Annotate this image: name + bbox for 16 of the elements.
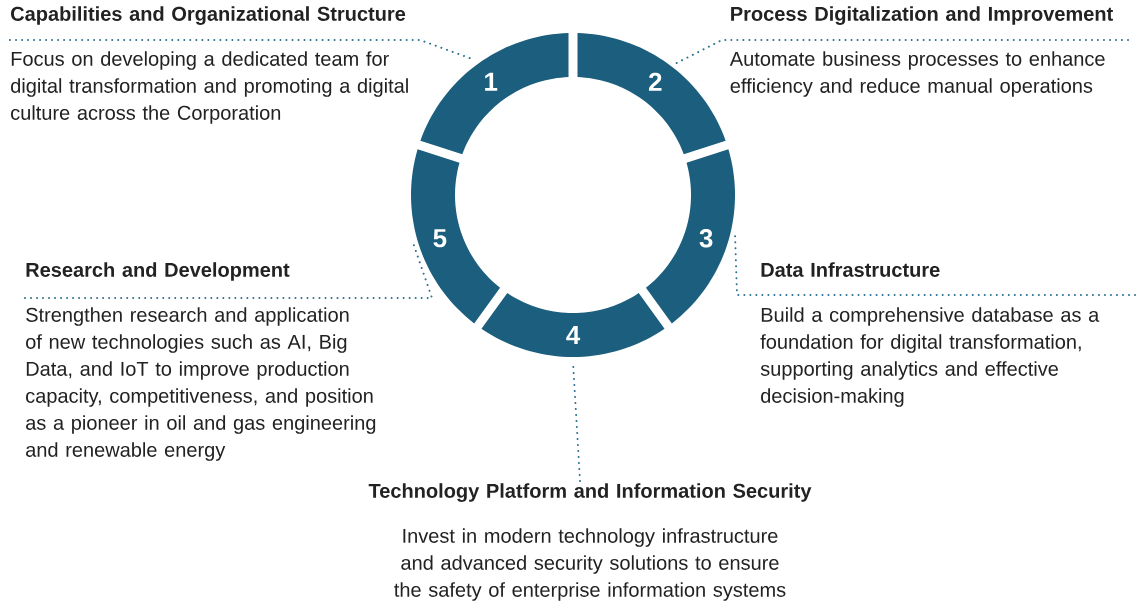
description: Automate business processes to enhance efficiency and reduce manual operations: [729, 51, 1105, 97]
ring-segment: 4: [481, 293, 665, 357]
leader-line: [734, 234, 1136, 296]
description: Build a comprehensive database as a foundation for digital transformation, supporting analytics and effective decision-making: [760, 307, 1100, 407]
heading: Capabilities and Organizational Structure: [11, 6, 406, 25]
ring-segment: 2: [577, 33, 726, 155]
ring-segment: 1: [420, 33, 569, 155]
heading: Research and Development: [26, 262, 290, 281]
heading: Technology Platform and Information Security: [368, 483, 812, 502]
ring-segment: 3: [645, 149, 735, 324]
heading: Process Digitalization and Improvement: [731, 6, 1113, 25]
description: Focus on developing a dedicated team for digital transformation and promoting a digital culture across the Corporation: [11, 51, 408, 124]
heading: Data Infrastructure: [761, 262, 940, 277]
description: Strengthen research and application of new technologies such as AI, Big Data, and IoT to improve production capacity, competitiveness, and position as a pioneer in oil and gas engineering and renewable energy: [26, 307, 376, 461]
ring-segment: 5: [411, 149, 501, 324]
description: Invest in modern technology infrastructure and advanced security solutions to ensure the safety of enterprise information systems: [394, 528, 786, 601]
